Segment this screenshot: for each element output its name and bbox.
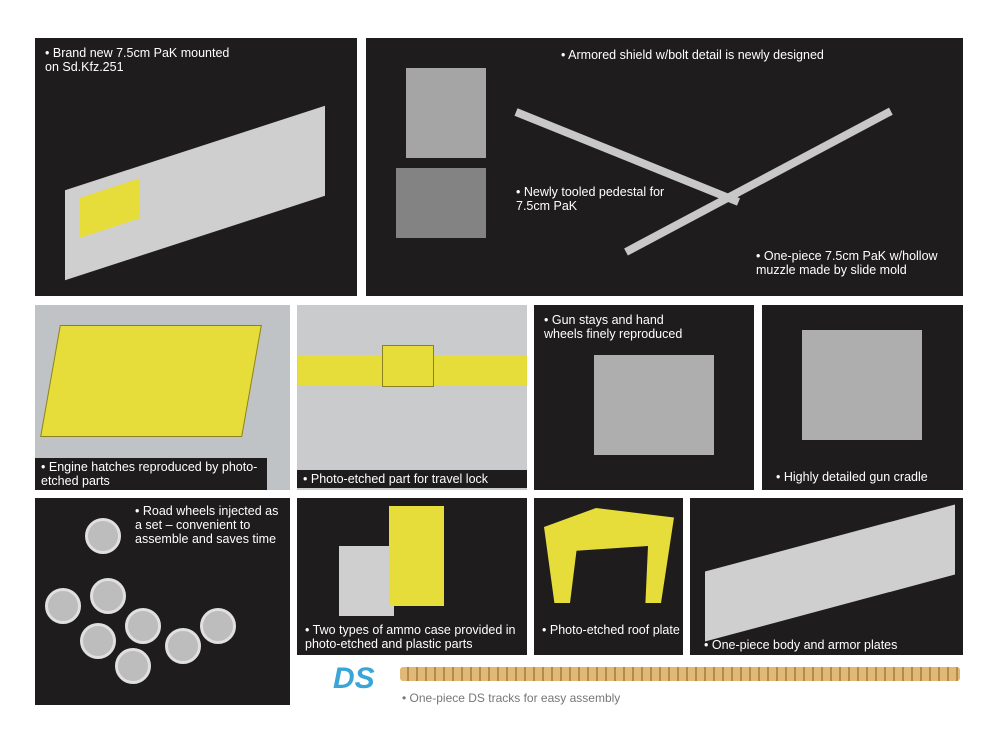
gun-stays-image xyxy=(594,355,714,455)
panel-engine-hatch: Engine hatches reproduced by photo-etche… xyxy=(35,305,290,490)
caption: One-piece body and armor plates xyxy=(704,638,954,652)
panel-travel-lock: Photo-etched part for travel lock xyxy=(297,305,527,490)
engine-hatch-image xyxy=(40,325,262,437)
travel-lock-image xyxy=(382,345,434,387)
caption: Gun stays and hand wheels finely reprodu… xyxy=(544,313,704,341)
photo-etched-ammo-case-image xyxy=(389,506,444,606)
gun-barrel-image-2 xyxy=(624,107,893,256)
caption: Photo-etched part for travel lock xyxy=(297,470,527,488)
roof-plate-image xyxy=(544,508,674,603)
caption: Brand new 7.5cm PaK mounted on Sd.Kfz.25… xyxy=(45,46,245,74)
gun-cradle-image xyxy=(802,330,922,440)
body-image xyxy=(705,504,955,642)
panel-gun: Armored shield w/bolt detail is newly de… xyxy=(366,38,963,296)
road-wheel-image xyxy=(80,623,116,659)
road-wheel-image xyxy=(165,628,201,664)
panel-gun-stays: Gun stays and hand wheels finely reprodu… xyxy=(534,305,754,490)
caption: Photo-etched roof plate xyxy=(542,623,682,637)
road-wheel-image xyxy=(45,588,81,624)
caption: Armored shield w/bolt detail is newly de… xyxy=(561,48,921,62)
caption: Highly detailed gun cradle xyxy=(776,470,963,484)
road-wheel-image xyxy=(85,518,121,554)
panel-ammo-case: Two types of ammo case provided in photo… xyxy=(297,498,527,655)
road-wheel-image xyxy=(90,578,126,614)
caption: One-piece DS tracks for easy assembly xyxy=(402,691,621,705)
ds-logo: DS xyxy=(333,662,375,695)
caption: Two types of ammo case provided in photo… xyxy=(305,623,525,651)
road-wheel-image xyxy=(115,648,151,684)
track-image xyxy=(400,667,960,681)
plastic-ammo-case-image xyxy=(339,546,394,616)
panel-gun-cradle: Highly detailed gun cradle xyxy=(762,305,963,490)
panel-road-wheels: Road wheels injected as a set – convenie… xyxy=(35,498,290,705)
caption: Engine hatches reproduced by photo-etche… xyxy=(35,458,267,490)
panel-body: One-piece body and armor plates xyxy=(690,498,963,655)
panel-vehicle: Brand new 7.5cm PaK mounted on Sd.Kfz.25… xyxy=(35,38,357,296)
caption: One-piece 7.5cm PaK w/hollow muzzle made… xyxy=(756,249,956,277)
shield-image xyxy=(406,68,486,158)
panel-roof-plate: Photo-etched roof plate xyxy=(534,498,683,655)
caption: Newly tooled pedestal for 7.5cm PaK xyxy=(516,185,696,213)
road-wheel-image xyxy=(125,608,161,644)
road-wheel-image xyxy=(200,608,236,644)
pedestal-image xyxy=(396,168,486,238)
caption: Road wheels injected as a set – convenie… xyxy=(135,504,285,546)
